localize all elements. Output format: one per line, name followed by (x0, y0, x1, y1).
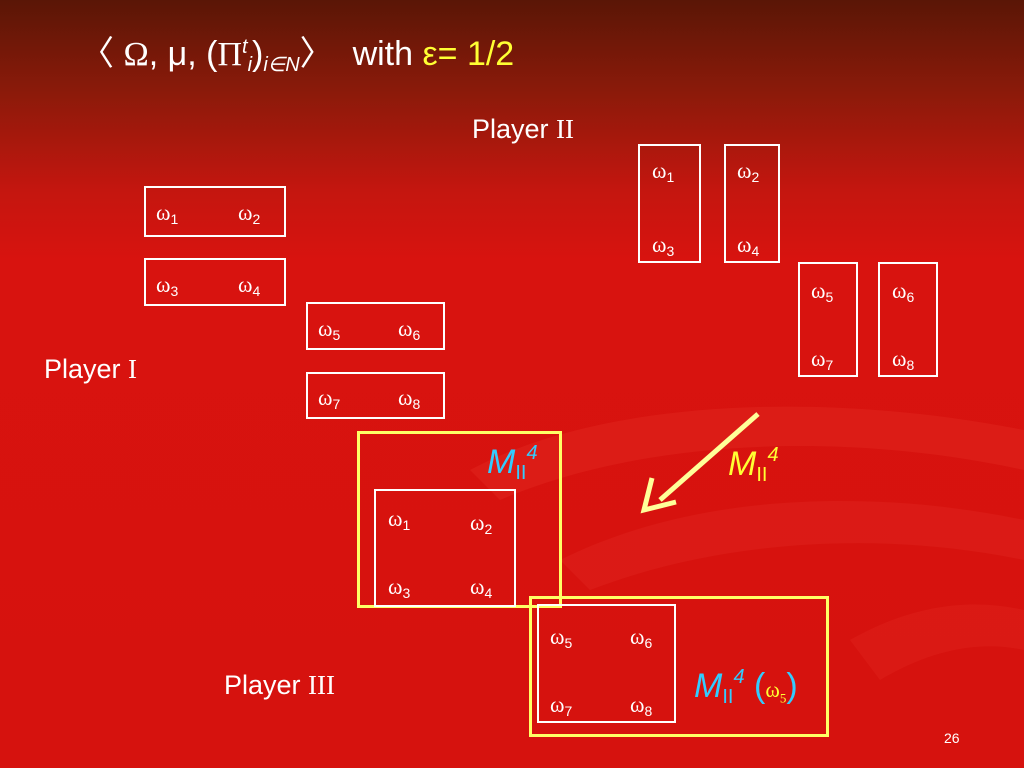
partition-cell (374, 489, 516, 607)
state-label: ω6 (892, 278, 915, 305)
partition-cell (798, 262, 858, 377)
page-number: 26 (944, 730, 960, 746)
state-label: ω4 (470, 574, 493, 601)
omega-symbol: Ω (123, 36, 149, 73)
player-two-label: Player II (472, 114, 575, 144)
state-label: ω5 (318, 316, 341, 343)
state-label: ω6 (398, 316, 421, 343)
partition-cell (537, 604, 676, 723)
state-label: ω7 (550, 692, 573, 719)
arrow-line (658, 412, 760, 502)
partition-cell (878, 262, 938, 377)
partition-cell (306, 302, 445, 350)
state-label: ω5 (811, 278, 834, 305)
slide-title: 〈 Ω, μ, (Πti)i∈N〉 with ε= 1/2 (80, 35, 515, 76)
index-set: i∈N (263, 54, 300, 76)
state-label: ω5 (550, 624, 573, 651)
player-three-label: Player III (224, 670, 336, 700)
m-two-label-yellow: MII4 (728, 444, 779, 486)
m-two-omega-five-label: MII4 (ω5) (694, 666, 798, 708)
state-label: ω1 (652, 158, 675, 185)
partition-cell (724, 144, 780, 263)
state-label: ω6 (630, 624, 653, 651)
state-label: ω2 (737, 158, 760, 185)
m-two-set-box (529, 596, 829, 737)
partition-cell (144, 258, 286, 306)
state-label: ω1 (388, 506, 411, 533)
state-label: ω8 (630, 692, 653, 719)
partition-cell (638, 144, 701, 263)
state-label: ω3 (156, 272, 179, 299)
state-label: ω3 (652, 232, 675, 259)
state-label: ω1 (156, 200, 179, 227)
state-label: ω2 (470, 510, 493, 537)
state-label: ω4 (737, 232, 760, 259)
state-label: ω7 (811, 346, 834, 373)
epsilon-value: ε= 1/2 (422, 35, 515, 73)
partition-cell (144, 186, 286, 237)
player-one-label: Player I (44, 354, 138, 384)
state-label: ω2 (238, 200, 261, 227)
state-label: ω8 (892, 346, 915, 373)
partition-cell (306, 372, 445, 419)
pi-symbol: Π (217, 36, 242, 73)
state-label: ω8 (398, 385, 421, 412)
state-label: ω3 (388, 574, 411, 601)
state-label: ω7 (318, 385, 341, 412)
m-two-label-cyan: MII4 (487, 442, 538, 484)
state-label: ω4 (238, 272, 261, 299)
with-word: with (352, 35, 414, 73)
arrow-head (640, 477, 677, 514)
